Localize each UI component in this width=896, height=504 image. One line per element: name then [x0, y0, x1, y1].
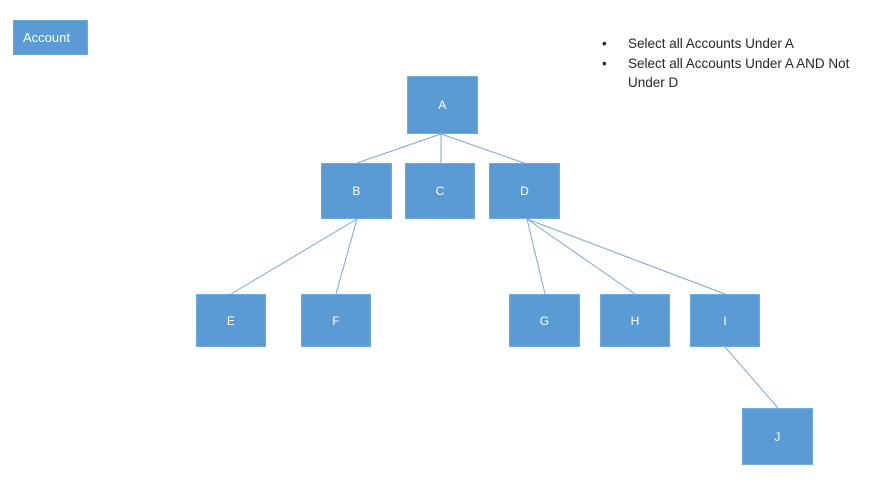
connector-a-d [440, 133, 525, 164]
bullet-icon: • [602, 56, 607, 71]
tree-node-label: D [520, 184, 529, 198]
tree-node-f[interactable]: F [301, 294, 371, 347]
tree-node-a[interactable]: A [407, 76, 478, 134]
note-text: Select all Accounts Under A [628, 36, 794, 51]
tree-node-d[interactable]: D [489, 163, 560, 219]
tree-node-label: C [435, 184, 445, 198]
connector-i-j [724, 346, 779, 409]
tree-node-label: G [539, 313, 550, 328]
tree-node-label: H [630, 313, 640, 328]
tree-node-label: E [226, 313, 236, 328]
legend-account-chip[interactable]: Account [13, 20, 88, 55]
note-text: Select all Accounts Under A AND Not Unde… [628, 56, 850, 90]
tree-node-label: B [352, 184, 361, 198]
tree-node-b[interactable]: B [321, 163, 392, 219]
tree-node-g[interactable]: G [509, 294, 580, 347]
tree-node-label: A [438, 98, 447, 112]
tree-node-e[interactable]: E [196, 294, 266, 347]
connector-d-i [526, 218, 726, 295]
tree-node-j[interactable]: J [742, 408, 813, 465]
notes-list: • Select all Accounts Under A • Select a… [598, 34, 888, 93]
connector-b-e [230, 218, 358, 295]
note-item: • Select all Accounts Under A AND Not Un… [598, 54, 888, 92]
connector-a-b [356, 133, 442, 164]
tree-node-label: F [332, 313, 340, 328]
connector-b-f [335, 218, 358, 295]
legend-account-label: Account [23, 30, 70, 45]
note-item: • Select all Accounts Under A [598, 34, 888, 53]
tree-node-label: I [723, 313, 727, 328]
tree-node-c[interactable]: C [405, 163, 475, 219]
tree-node-i[interactable]: I [690, 294, 760, 347]
tree-node-h[interactable]: H [600, 294, 670, 347]
tree-node-label: J [774, 429, 781, 444]
connector-d-h [526, 218, 636, 295]
bullet-icon: • [602, 36, 607, 51]
connector-d-g [526, 218, 546, 295]
